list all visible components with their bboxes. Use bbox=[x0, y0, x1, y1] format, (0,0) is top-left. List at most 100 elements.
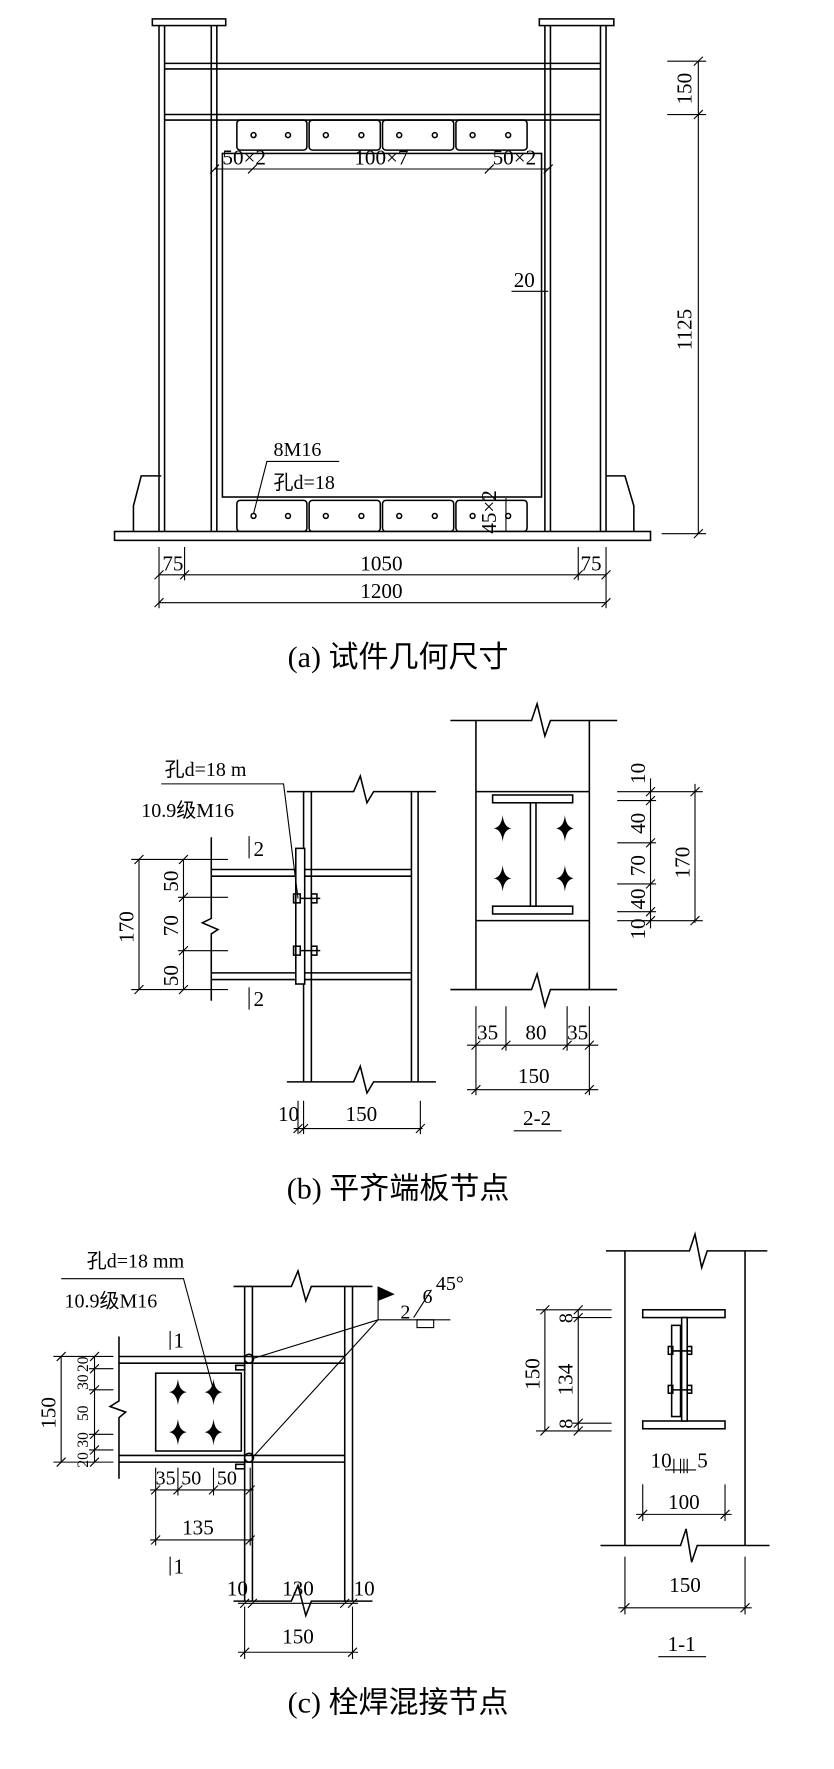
dimension-tick bbox=[645, 906, 656, 917]
bolt-holes bbox=[493, 815, 574, 892]
dim-plate-135: 135 bbox=[182, 1515, 214, 1539]
bolt-hole-icon bbox=[169, 1378, 187, 1406]
bolt-hole bbox=[395, 131, 403, 139]
bolt-hole bbox=[322, 131, 330, 139]
dimension-tick bbox=[584, 1040, 595, 1051]
dimension-tick bbox=[620, 1602, 630, 1613]
dim-plate-170: 170 bbox=[670, 847, 694, 879]
dimension-tick bbox=[339, 1598, 350, 1609]
dimension-tick bbox=[89, 1445, 100, 1455]
beam-elevation bbox=[200, 837, 412, 1001]
dimension-tick bbox=[245, 1535, 256, 1545]
base-plate bbox=[113, 530, 652, 542]
dim-35-left: 35 bbox=[477, 1021, 498, 1045]
dimension-tick bbox=[645, 915, 656, 926]
bolt-hole bbox=[504, 131, 512, 139]
dimension-lines-2-2 bbox=[467, 778, 703, 1132]
fish-plate bbox=[236, 499, 308, 533]
dimension-tick bbox=[347, 1598, 358, 1609]
section-title-1-1: 1-1 bbox=[668, 1632, 696, 1656]
dim-flange-100: 100 bbox=[668, 1490, 700, 1514]
dimension-tick bbox=[150, 1485, 161, 1495]
bolt-hole-icon bbox=[204, 1418, 223, 1446]
top-fish-plate-strip bbox=[236, 119, 528, 151]
bolt-label: 8M16 bbox=[274, 439, 322, 461]
dimension-tick bbox=[573, 570, 584, 580]
dim-end-left: 50×2 bbox=[222, 146, 266, 170]
dim-top-8: 8 bbox=[556, 1313, 578, 1323]
dim-column-150: 150 bbox=[282, 1624, 314, 1648]
dim-flange-left-10: 10 bbox=[227, 1577, 248, 1601]
dimension-tick bbox=[573, 1426, 584, 1436]
section-mark-1-top: 1 bbox=[173, 1329, 184, 1353]
dimension-tick bbox=[720, 1509, 730, 1520]
dimension-tick bbox=[693, 56, 704, 66]
dimension-tick bbox=[693, 528, 704, 539]
dimension-tick bbox=[208, 1485, 219, 1495]
dimension-tick bbox=[690, 915, 700, 926]
bolt-hole bbox=[395, 512, 403, 520]
dim-bottom-8: 8 bbox=[556, 1419, 578, 1429]
fish-plate bbox=[308, 499, 382, 533]
dimension-tick bbox=[573, 1418, 584, 1429]
bolt-hole bbox=[322, 512, 330, 520]
right-column bbox=[538, 18, 635, 532]
column-outline bbox=[450, 700, 618, 1010]
caption-a: (a) 试件几何尺寸 bbox=[288, 641, 509, 674]
section-mark-1-bottom: 1 bbox=[173, 1554, 184, 1578]
bolt-hole-icon bbox=[493, 815, 512, 842]
dimension-tick bbox=[573, 1312, 584, 1323]
weld-gap: 2 bbox=[400, 1302, 410, 1324]
dim-web-10: 10 bbox=[651, 1449, 672, 1473]
dim-plate-5: 5 bbox=[697, 1449, 708, 1473]
dim-column-150: 150 bbox=[669, 1573, 701, 1597]
dim-column-150: 150 bbox=[346, 1102, 378, 1126]
shear-plate bbox=[154, 1372, 243, 1452]
figure-c-bolted-welded-joint: 2 6 45° 孔d=18 mm 10.9级M16 1 1 150 20 30 … bbox=[37, 1231, 770, 1719]
dim-bottom-40: 40 bbox=[626, 888, 650, 909]
bolt-hole bbox=[431, 512, 439, 520]
bolt-hole bbox=[469, 512, 476, 520]
dimension-tick bbox=[645, 837, 656, 848]
figure-b-flush-end-plate-joint: 孔d=18 m 10.9级M16 2 2 170 50 70 50 10 150 bbox=[114, 700, 703, 1206]
dim-bottom-10: 10 bbox=[626, 918, 650, 939]
weld-symbol: 2 6 45° bbox=[252, 1273, 464, 1459]
dimension-tick bbox=[247, 164, 258, 174]
dim-top-50: 50 bbox=[159, 871, 183, 892]
end-plate bbox=[295, 847, 306, 985]
dimension-tick bbox=[645, 879, 656, 889]
bolt-hole bbox=[284, 131, 292, 139]
dimension-tick bbox=[298, 1123, 309, 1134]
hole-label: 孔d=18 m bbox=[165, 758, 247, 781]
dimension-tick bbox=[178, 945, 189, 956]
dimension-tick bbox=[540, 1304, 550, 1315]
fish-plate bbox=[236, 119, 308, 151]
bolts-section bbox=[667, 1345, 693, 1394]
bolt-hole-icon bbox=[493, 865, 512, 892]
dim-span: 1050 bbox=[360, 551, 402, 575]
dim-depth-150: 150 bbox=[520, 1358, 544, 1390]
dimension-tick bbox=[134, 854, 144, 865]
section-mark-2-top: 2 bbox=[254, 837, 265, 861]
dim-150: 150 bbox=[518, 1064, 550, 1088]
dimension-tick bbox=[179, 570, 190, 580]
dimension-tick bbox=[178, 892, 189, 903]
dimension-lines-a bbox=[158, 60, 707, 609]
dim-beam-150: 150 bbox=[37, 1397, 61, 1429]
dim-beam-depth: 170 bbox=[114, 911, 138, 943]
dim-top: 150 bbox=[673, 73, 697, 105]
dim-35-right: 35 bbox=[567, 1021, 588, 1045]
welds bbox=[234, 1353, 255, 1470]
bolt-hole bbox=[469, 131, 476, 139]
dim-50: 50 bbox=[75, 1405, 92, 1421]
dimension-tick bbox=[540, 1426, 550, 1436]
dimension-tick bbox=[178, 984, 189, 995]
dimension-tick bbox=[245, 1485, 256, 1495]
figure-a-specimen-geometry: 50×2 100×7 50×2 20 45×2 150 1125 75 1050… bbox=[113, 18, 707, 674]
dim-bottom-50: 50 bbox=[159, 965, 183, 986]
dimension-tick bbox=[56, 1351, 67, 1362]
dim-20-bottom: 20 bbox=[75, 1452, 92, 1468]
left-column bbox=[132, 18, 227, 532]
column-outline bbox=[600, 1231, 770, 1563]
